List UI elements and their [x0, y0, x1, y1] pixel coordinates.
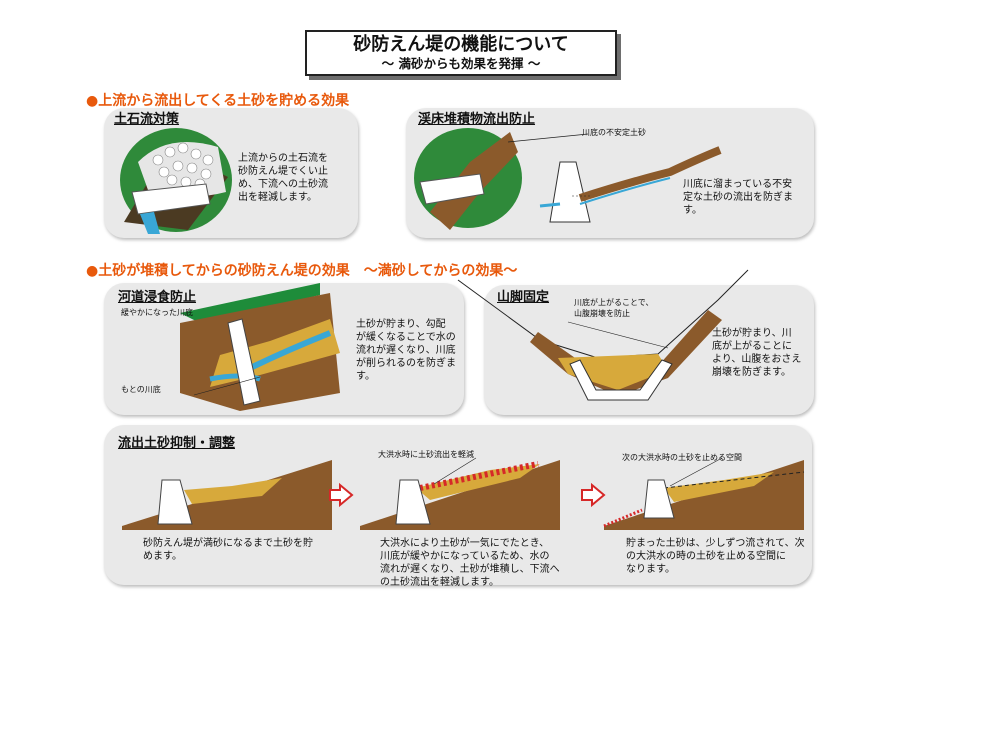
control-step-3-illustration: [604, 458, 804, 530]
bed-sediment-label: 川底の不安定土砂: [582, 127, 646, 138]
control-step-2-text: 大洪水により土砂が一気にでたとき、 川底が緩やかになっているため、水の 流れが遅…: [380, 537, 560, 589]
control-step-2-illustration: [360, 458, 560, 530]
step-arrow-2-icon: [580, 484, 606, 506]
slope-description: 土砂が貯まり、川 底が上がることに より、山腹をおさえ 崩壊を防ぎます。: [712, 327, 801, 379]
title-box: 砂防えん堤の機能について ～ 満砂からも効果を発揮 ～: [305, 30, 617, 76]
page-subtitle: ～ 満砂からも効果を発揮 ～: [307, 56, 615, 71]
bed-sediment-description: 川底に溜まっている不安 定な土砂の流出を防ぎま す。: [683, 178, 793, 217]
debris-flow-description: 上流からの土石流を 砂防えん堤でくい止 め、下流への土砂流 出を軽減します。: [238, 152, 328, 204]
section-heading-2: ●土砂が堆積してからの砂防えん堤の効果 ～満砂してからの効果～: [86, 260, 517, 280]
panel-title-control: 流出土砂抑制・調整: [118, 432, 235, 451]
control-step-2-label: 大洪水時に土砂流出を軽減: [378, 449, 474, 460]
page-title: 砂防えん堤の機能について: [307, 34, 615, 56]
control-step-3-label: 次の大洪水時の土砂を止める空間: [622, 452, 742, 463]
erosion-description: 土砂が貯まり、勾配 が緩くなることで水の 流れが遅くなり、川底 が削られるのを防…: [356, 318, 456, 383]
section-heading-1: ●上流から流出してくる土砂を貯める効果: [86, 90, 349, 110]
gentle-riverbed-label: 緩やかになった川底: [121, 307, 193, 318]
original-riverbed-label: もとの川底: [121, 384, 161, 395]
control-step-1-illustration: [122, 458, 332, 530]
slope-label: 川底が上がることで、 山腹崩壊を防止: [574, 297, 653, 319]
control-step-1-text: 砂防えん堤が満砂になるまで土砂を貯 めます。: [143, 537, 313, 563]
control-step-3-text: 貯まった土砂は、少しずつ流されて、次 の大洪水の時の土砂を止める空間に なります…: [626, 537, 805, 576]
debris-flow-illustration: [118, 122, 238, 234]
step-arrow-1-icon: [328, 484, 354, 506]
erosion-illustration: [180, 283, 350, 413]
